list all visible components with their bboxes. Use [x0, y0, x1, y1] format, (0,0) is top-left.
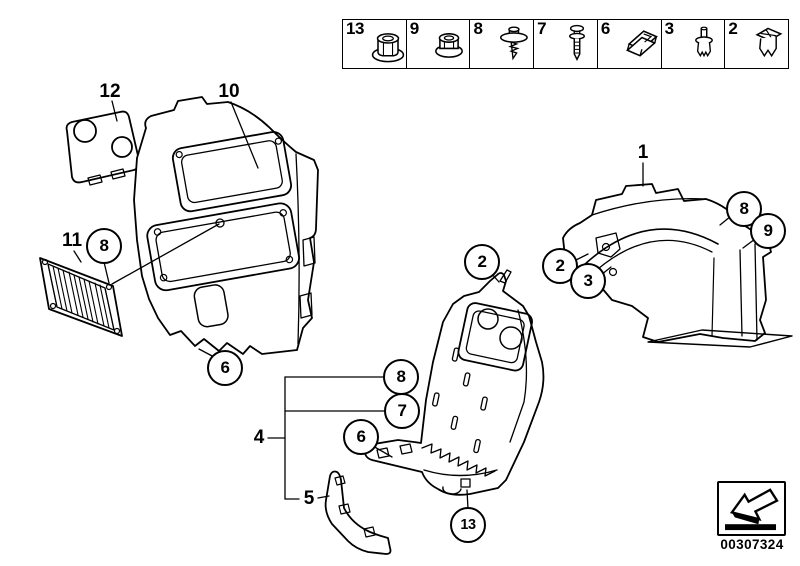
- callout-label-12: 12: [99, 81, 121, 102]
- push-rivet-icon: [568, 24, 585, 61]
- legend-item-3: 3: [660, 19, 725, 68]
- callout-label-1: 1: [637, 142, 649, 163]
- legend-item-8: 8: [469, 19, 533, 68]
- legend-number: 7: [537, 19, 547, 38]
- legend-number: 9: [409, 19, 419, 38]
- callout-circle-13: 13: [450, 507, 486, 543]
- legend-item-13: 13: [343, 19, 406, 68]
- spring-clip-icon: [626, 30, 657, 57]
- callout-circle-6: 6: [207, 350, 243, 386]
- arrow-down-left-icon: [723, 488, 779, 532]
- part-10-panel-drawing: [133, 96, 319, 355]
- callout-label-10: 10: [218, 81, 240, 102]
- callout-label-4: 4: [253, 427, 265, 448]
- legend-item-9: 9: [405, 19, 470, 68]
- washer-screw-icon: [500, 26, 529, 60]
- part-11-grille-drawing: [39, 257, 123, 337]
- callout-label-5: 5: [303, 488, 315, 509]
- callout-label-11: 11: [61, 230, 83, 251]
- legend-number: 6: [600, 19, 610, 38]
- callout-circle-8: 8: [86, 228, 122, 264]
- flange-nut-icon: [435, 33, 464, 58]
- callout-circle-9: 9: [750, 213, 786, 249]
- legend-item-7: 7: [533, 19, 597, 68]
- expanding-nut-icon: [756, 27, 782, 57]
- diagram-number: 00307324: [720, 537, 784, 552]
- callout-circle-3: 3: [570, 263, 606, 299]
- legend-item-2: 2: [724, 19, 788, 68]
- leader-lines: [73, 100, 756, 510]
- flange-nut-large-icon: [371, 33, 404, 63]
- callout-circle-8: 8: [383, 359, 419, 395]
- fastener-legend: 13 9 8 7 6 3 2: [342, 19, 789, 69]
- callout-circle-2: 2: [464, 244, 500, 280]
- legend-item-6: 6: [596, 19, 661, 68]
- part-5-flap-drawing: [324, 470, 392, 555]
- legend-number: 3: [664, 19, 674, 38]
- legend-number: 13: [346, 19, 364, 38]
- stamp-box: [717, 481, 786, 536]
- callout-circle-6: 6: [343, 419, 379, 455]
- legend-number: 8: [473, 19, 483, 38]
- callout-circle-7: 7: [384, 393, 420, 429]
- part-12-cover-drawing: [65, 110, 141, 186]
- expansion-rivet-icon: [695, 26, 714, 57]
- legend-number: 2: [728, 19, 738, 38]
